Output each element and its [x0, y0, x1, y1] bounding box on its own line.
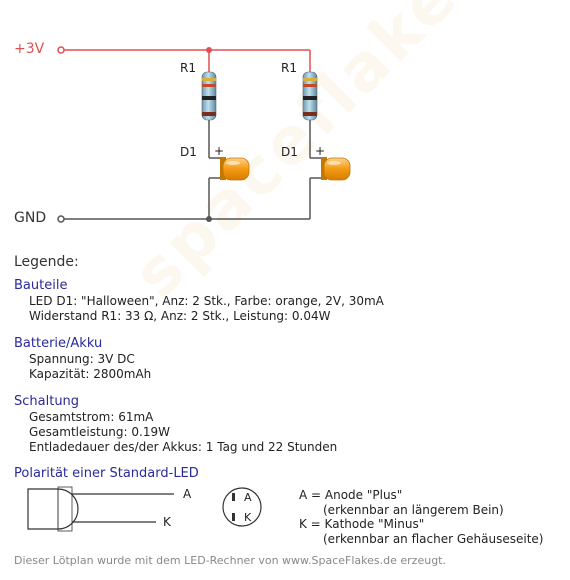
supply-junction [206, 47, 212, 53]
bauteile-line-resistor: Widerstand R1: 33 Ω, Anz: 2 Stk., Leistu… [29, 309, 331, 323]
polarity-plus-right: + [315, 144, 326, 158]
anode-text: A = Anode "Plus" [299, 488, 403, 502]
section-heading-schaltung: Schaltung [14, 394, 80, 409]
ground-label: GND [14, 210, 47, 226]
side-view-pin-k: K [163, 515, 171, 529]
resistor-label-right: R1 [281, 61, 297, 75]
section-heading-polaritaet: Polarität einer Standard-LED [14, 466, 199, 481]
led-label-left: D1 [180, 145, 197, 159]
batterie-line-voltage: Spannung: 3V DC [29, 352, 135, 366]
top-view-pin-a: A [244, 491, 252, 504]
led-label-right: D1 [281, 145, 298, 159]
resistor-r1-left [201, 71, 217, 121]
resistor-label-left: R1 [180, 61, 196, 75]
schaltung-line-power: Gesamtleistung: 0.19W [29, 425, 170, 439]
schaltung-line-current: Gesamtstrom: 61mA [29, 410, 154, 424]
schaltung-line-runtime: Entladedauer des/der Akkus: 1 Tag und 22… [29, 440, 338, 454]
branch-1 [201, 71, 250, 219]
cathode-text: K = Kathode "Minus" [299, 517, 425, 531]
led-top-view [222, 487, 262, 527]
led-d1-right [321, 157, 351, 181]
batterie-line-capacity: Kapazität: 2800mAh [29, 367, 152, 381]
resistor-r1-right [302, 71, 318, 121]
polarity-plus-left: + [214, 144, 225, 158]
section-heading-bauteile: Bauteile [14, 278, 68, 293]
supply-terminal [57, 46, 65, 54]
ground-terminal [57, 215, 65, 223]
section-heading-batterie: Batterie/Akku [14, 336, 103, 351]
supply-label: +3V [14, 41, 45, 57]
anode-note: (erkennbar an längerem Bein) [323, 503, 504, 517]
legend-title: Legende: [14, 254, 79, 270]
circuit-diagram [57, 46, 351, 223]
cathode-note: (erkennbar an flacher Gehäuseseite) [323, 532, 544, 546]
branch-2 [302, 71, 351, 219]
side-view-pin-a: A [183, 487, 192, 501]
bauteile-line-led: LED D1: "Halloween", Anz: 2 Stk., Farbe:… [29, 294, 384, 308]
top-view-pin-k: K [244, 511, 252, 524]
led-side-view [27, 486, 174, 532]
led-d1-left [220, 157, 250, 181]
footer-credit: Dieser Lötplan wurde mit dem LED-Rechner… [14, 554, 446, 567]
